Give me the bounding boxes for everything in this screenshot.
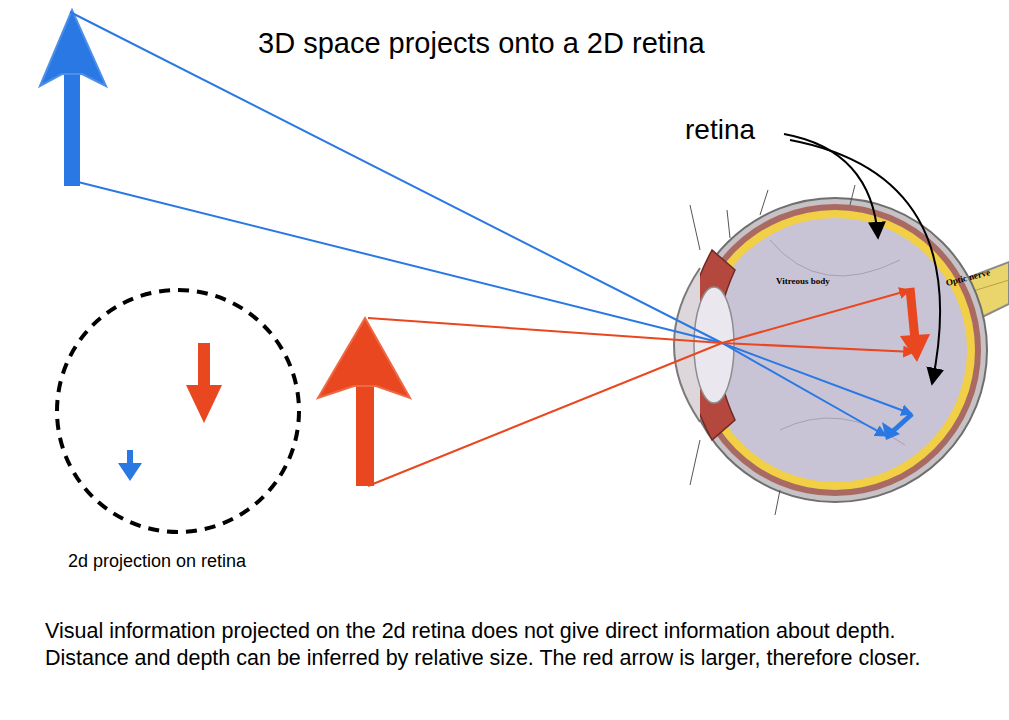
projection-circle: 2d projection on retina — [50, 285, 312, 580]
caption: Visual information projected on the 2d r… — [45, 618, 980, 672]
projection-caption: 2d projection on retina — [68, 551, 246, 573]
title: 3D space projects onto a 2D retina — [258, 26, 705, 61]
red-arrow — [318, 318, 410, 486]
sclera — [683, 198, 987, 502]
leader-line — [784, 134, 940, 384]
retina-label: retina — [685, 113, 755, 147]
blue-arrow — [40, 10, 106, 186]
part-name: Vitreous body — [776, 276, 830, 287]
dashed-circle — [50, 285, 312, 580]
